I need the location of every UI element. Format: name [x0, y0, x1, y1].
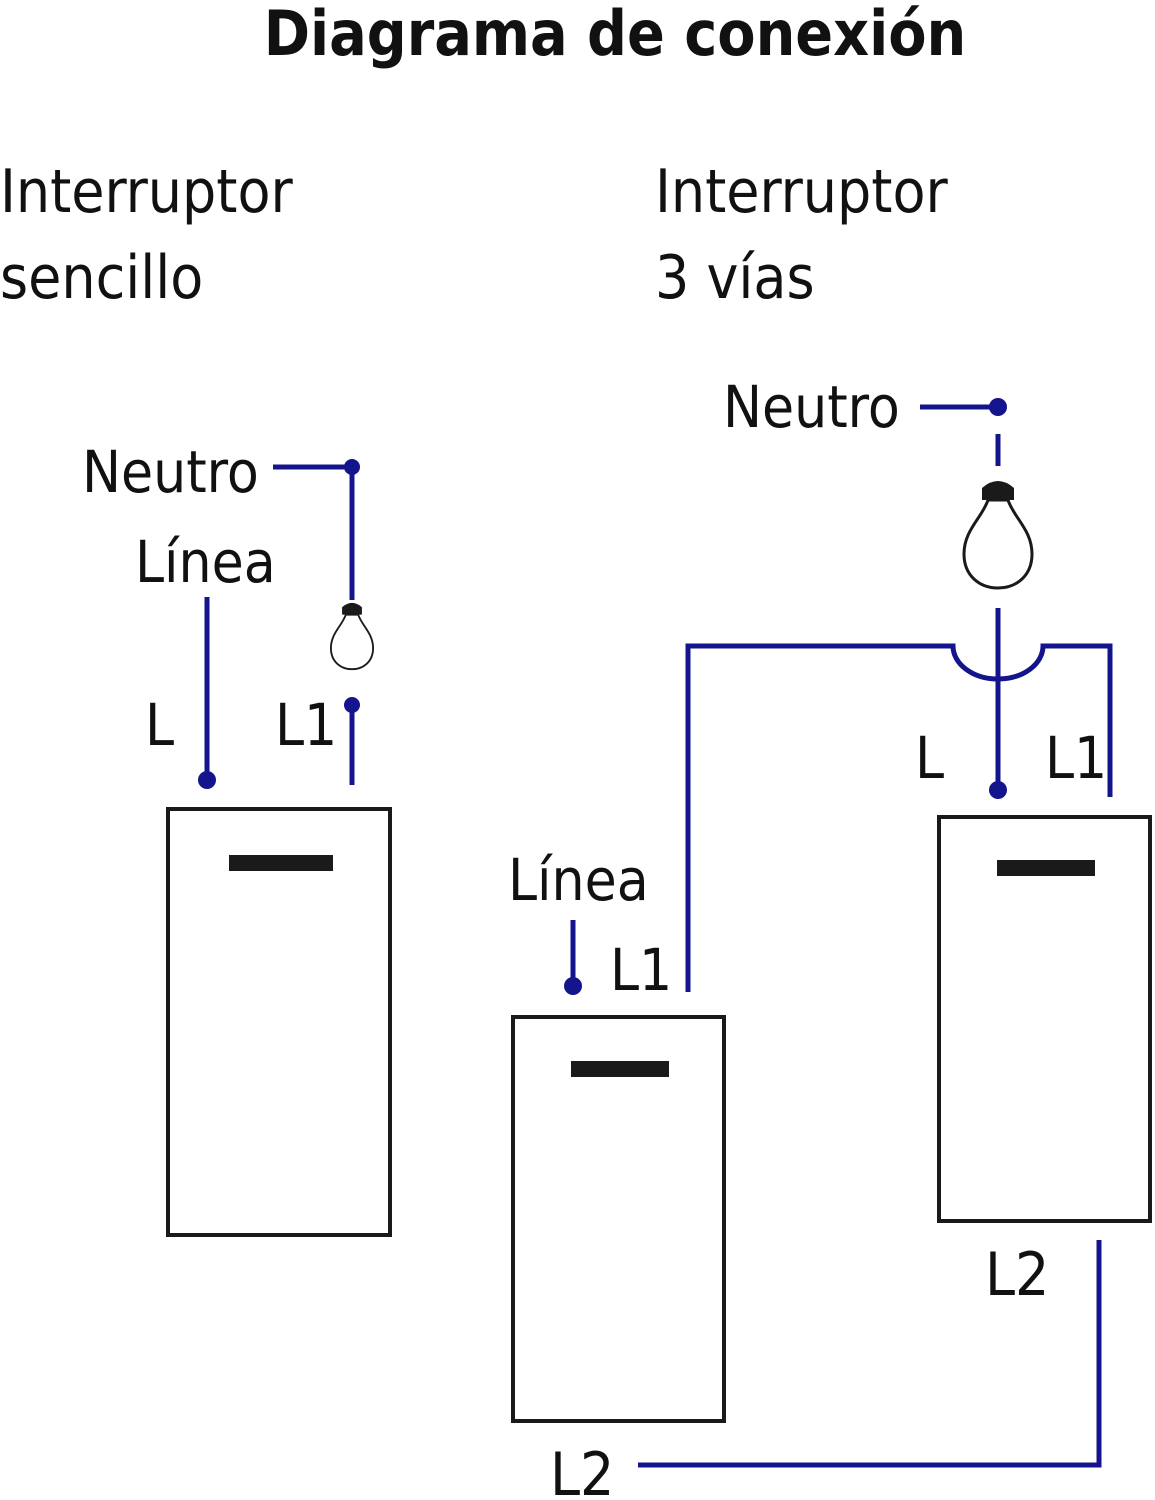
- single-switch-heading-line1: Interruptor: [0, 157, 293, 227]
- diagram-title: Diagrama de conexión: [264, 0, 967, 70]
- switch-b-toggle: [997, 860, 1095, 876]
- switch-a-terminal-l2-label: L2: [550, 1440, 614, 1500]
- switch-a-line-node: [564, 977, 582, 995]
- single-l-node: [198, 771, 216, 789]
- traveler-l2-wire: [638, 1240, 1102, 1468]
- three-way-neutro-node: [989, 398, 1007, 416]
- single-switch-plate: [166, 807, 392, 1237]
- single-switch-heading-line2: sencillo: [0, 243, 203, 313]
- three-way-neutro-label: Neutro: [723, 373, 900, 441]
- single-neutro-label: Neutro: [82, 438, 259, 506]
- switch-b-terminal-l-label: L: [915, 724, 944, 792]
- light-bulb-icon: [329, 602, 375, 671]
- switch-a-terminal-l1-label: L1: [610, 936, 672, 1004]
- switch-b-l-node: [989, 781, 1007, 799]
- light-bulb-icon: [962, 481, 1034, 590]
- traveler-l1-wire: [685, 643, 1113, 992]
- three-way-heading-line1: Interruptor: [655, 157, 948, 227]
- three-way-heading-line2: 3 vías: [655, 243, 815, 313]
- switch-b-plate: [937, 815, 1152, 1223]
- three-way-circuit: Neutro Línea L1 L2 L L1 L2: [508, 373, 1152, 1500]
- single-terminal-l1-label: L1: [275, 691, 337, 759]
- switch-a-plate: [511, 1015, 726, 1423]
- switch-a-toggle: [571, 1061, 669, 1077]
- single-linea-label: Línea: [135, 528, 276, 596]
- switch-a-linea-label: Línea: [508, 846, 649, 914]
- single-terminal-l-label: L: [145, 691, 174, 759]
- single-switch-circuit: Neutro Línea L L1: [82, 438, 392, 1237]
- single-switch-toggle: [229, 855, 333, 871]
- switch-b-terminal-l1-label: L1: [1045, 724, 1107, 792]
- switch-b-terminal-l2-label: L2: [985, 1240, 1049, 1310]
